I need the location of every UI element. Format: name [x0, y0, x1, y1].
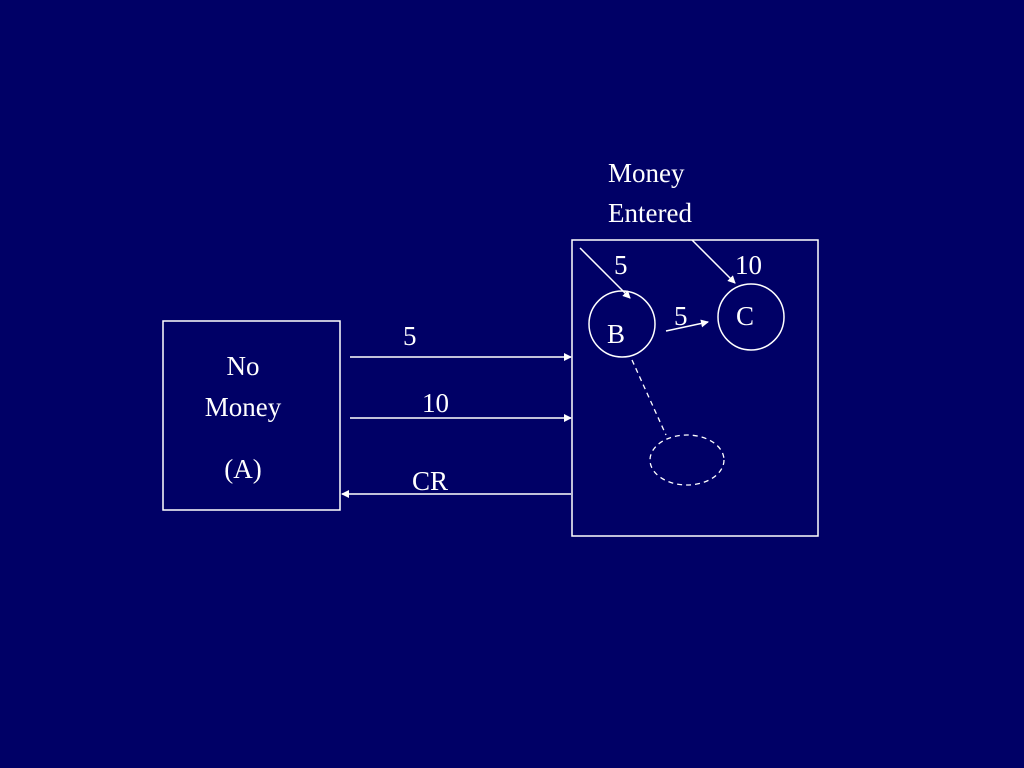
arrow-label-10: 10 — [422, 388, 449, 418]
arrow-into-c-label: 10 — [735, 250, 762, 280]
money-entered-box — [571, 239, 819, 537]
state-a-line1: No — [227, 351, 260, 381]
arrow-label-cr: CR — [412, 466, 448, 496]
arrow-into-b — [579, 247, 631, 299]
dashed-connector — [631, 359, 667, 436]
dashed-state-ellipse — [649, 434, 725, 486]
state-a-line3: (A) — [224, 454, 261, 484]
arrow-b-to-c — [665, 319, 709, 332]
arrow-label-5: 5 — [403, 321, 417, 351]
state-a-line2: Money — [205, 392, 282, 422]
state-c-circle — [717, 283, 785, 351]
arrow-into-c — [691, 239, 736, 284]
state-b-circle — [588, 290, 656, 358]
money-entered-line2: Entered — [608, 198, 692, 228]
arrow-b-to-c-label: 5 — [674, 301, 688, 331]
state-a-box — [162, 320, 341, 511]
state-c-label: C — [736, 301, 754, 331]
arrow-into-b-label: 5 — [614, 250, 628, 280]
money-entered-line1: Money — [608, 158, 685, 188]
state-b-label: B — [607, 319, 625, 349]
